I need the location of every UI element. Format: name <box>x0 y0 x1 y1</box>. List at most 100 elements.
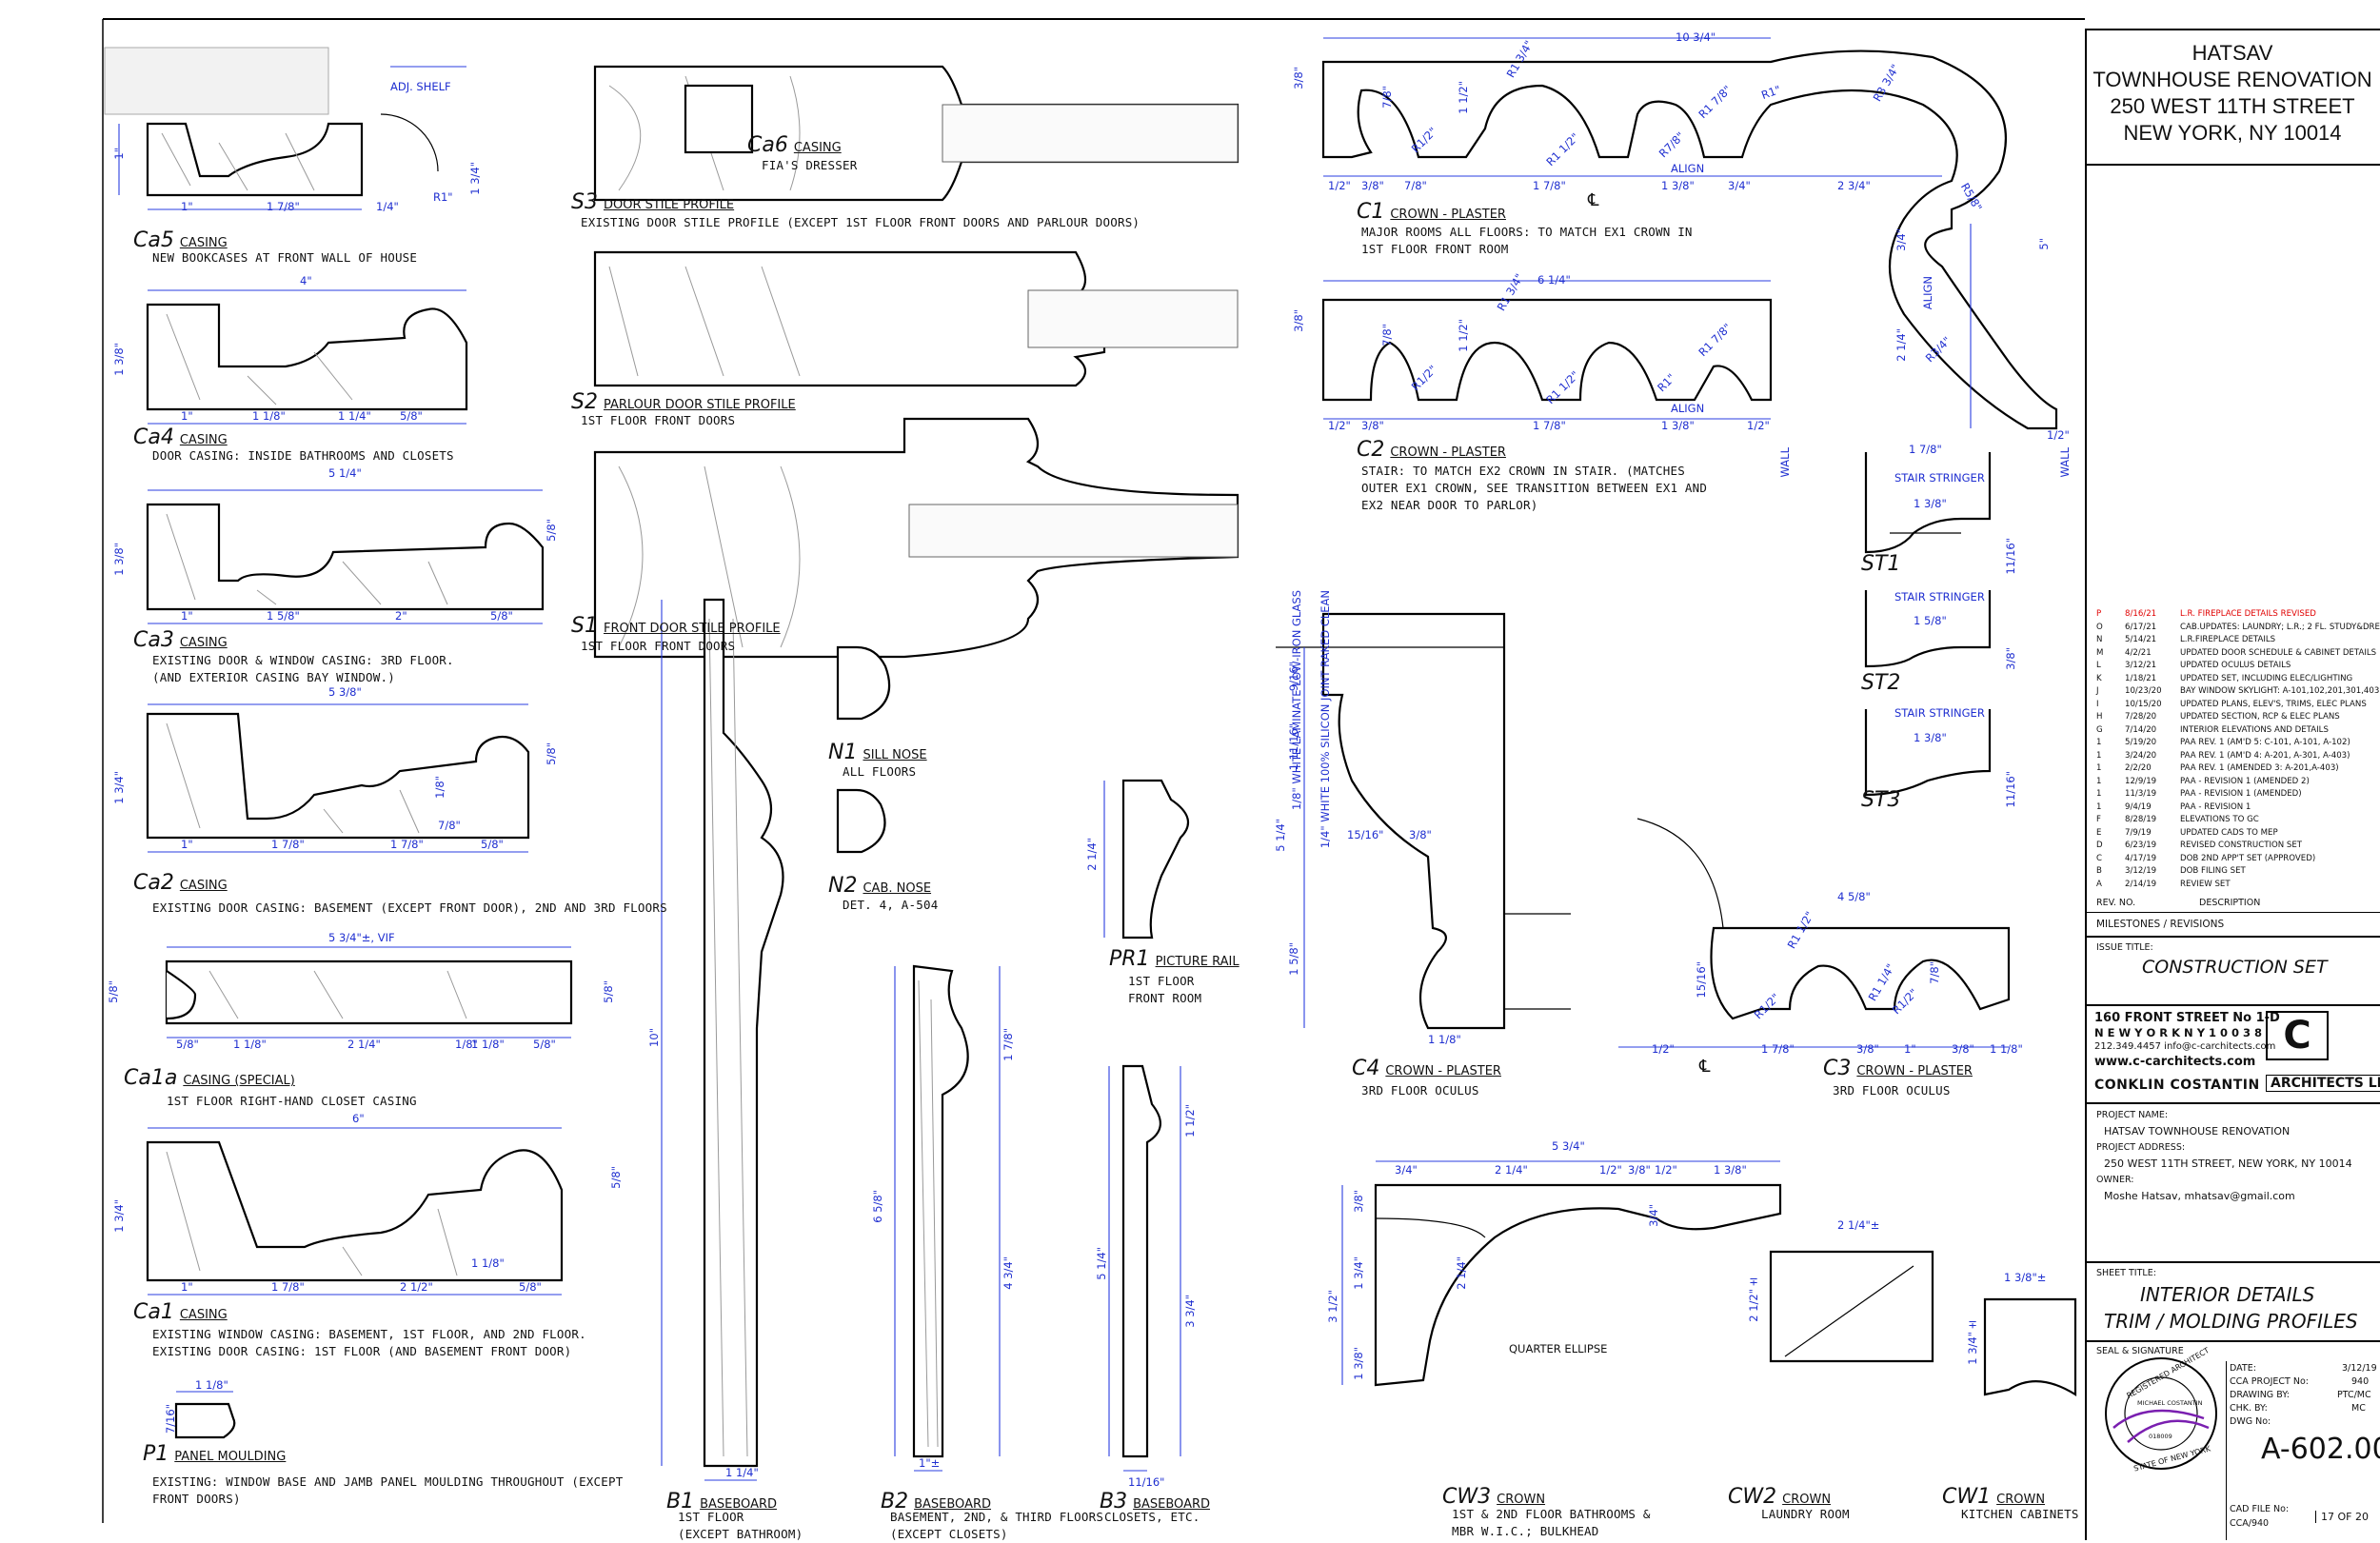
profile-cw1 <box>1983 1297 2077 1396</box>
revision-desc: UPDATED CADS TO MEP <box>2180 827 2278 838</box>
revision-id: P <box>2096 609 2102 619</box>
dim: 3/8" <box>1292 309 1305 332</box>
dim: 1 1/4" <box>725 1466 759 1479</box>
project-name-label: PROJECT NAME: <box>2096 1110 2169 1120</box>
revision-id: K <box>2096 673 2102 683</box>
dim: 5/8" <box>176 1038 199 1051</box>
s3-note: EXISTING DOOR STILE PROFILE (EXCEPT 1ST … <box>581 215 1140 229</box>
title-line: HATSAV <box>2192 41 2273 65</box>
profile-cw2 <box>1769 1250 1934 1363</box>
st1-label: STAIR STRINGER <box>1894 471 1985 485</box>
dim: 1 1/2" <box>1183 1104 1197 1137</box>
sheet-title-1: INTERIOR DETAILS <box>2140 1283 2315 1306</box>
cw1-note: KITCHEN CABINETS <box>1961 1507 2079 1521</box>
dim: 1 1/8" <box>471 1038 505 1051</box>
dim: 6" <box>352 1112 365 1125</box>
title-block: HATSAV TOWNHOUSE RENOVATION 250 WEST 11T… <box>2085 0 2380 1540</box>
owner-label: OWNER: <box>2096 1175 2134 1185</box>
seal-number: 018009 <box>2149 1433 2172 1440</box>
dim: WALL <box>1778 447 1792 478</box>
revision-date: 1/18/21 <box>2125 673 2157 683</box>
dim: 3/8" <box>1628 1163 1651 1177</box>
profile-ca1a <box>165 946 573 1039</box>
revision-date: 6/23/19 <box>2125 841 2157 850</box>
revision-date: 8/28/19 <box>2125 815 2157 824</box>
profile-b2 <box>894 964 1001 1472</box>
profile-st2 <box>1864 590 1992 668</box>
title-line: 250 WEST 11TH STREET <box>2110 94 2355 118</box>
dim: R1" <box>433 190 453 204</box>
dim: 3/4" <box>1395 1163 1418 1177</box>
dim: 15/16" <box>1695 961 1708 999</box>
revision-date: 10/15/20 <box>2125 699 2162 709</box>
revision-date: 7/14/20 <box>2125 724 2157 735</box>
cad-label: CAD FILE No: <box>2230 1504 2290 1514</box>
dim: 3/8" <box>1292 67 1305 89</box>
firm-logo-icon: C <box>2266 1011 2329 1060</box>
dim: 1" <box>181 1280 193 1294</box>
profile-c2 <box>1321 280 1773 420</box>
revision-id: M <box>2096 647 2104 658</box>
dim: 1" <box>112 148 126 160</box>
profile-ca4 <box>146 289 468 425</box>
firm-contact: 212.349.4457 info@c-carchitects.com <box>2094 1041 2276 1052</box>
dim: 1 3/4" <box>1352 1256 1365 1290</box>
dim: 1 1/8" <box>1428 1033 1461 1046</box>
dim: 3/8" <box>1856 1042 1879 1056</box>
revision-date: 4/17/19 <box>2125 853 2157 863</box>
dim: 2 1/4" <box>347 1038 381 1051</box>
dim: ADJ. SHELF <box>390 80 451 93</box>
dim: 2 1/4" <box>1495 1163 1528 1177</box>
profiles-drawing <box>102 18 2085 1523</box>
st3-tag: ST3 <box>1861 788 1901 812</box>
revision-desc: PAA REV. 1 (AM'D 5: C-101, A-101, A-102) <box>2180 738 2350 747</box>
profile-s3 <box>593 65 1240 202</box>
ca4-note: DOOR CASING: INSIDE BATHROOMS AND CLOSET… <box>152 448 454 463</box>
revision-id: A <box>2096 879 2102 889</box>
revision-date: 7/28/20 <box>2125 712 2157 722</box>
s1-note: 1ST FLOOR FRONT DOORS <box>581 639 736 653</box>
b1-note: 1ST FLOOR (EXCEPT BATHROOM) <box>678 1510 803 1541</box>
revision-date: 7/9/19 <box>2125 827 2152 838</box>
revision-desc: PAA REV. 1 (AMENDED 3: A-201,A-403) <box>2180 763 2339 773</box>
dim: 5/8" <box>481 838 504 851</box>
revision-desc: PAA - REVISION 1 <box>2180 801 2251 812</box>
firm-address2: N E W Y O R K N Y 1 0 0 3 8 <box>2094 1026 2263 1039</box>
c2-note: STAIR: TO MATCH EX2 CROWN IN STAIR. (MAT… <box>1361 464 1708 512</box>
dim: 1 7/8" <box>1761 1042 1795 1056</box>
revision-id: 1 <box>2096 750 2102 761</box>
dim: 3 3/4" <box>1183 1295 1197 1328</box>
revision-desc: BAY WINDOW SKYLIGHT: A-101,102,201,301,4… <box>2180 686 2380 696</box>
dim: 1 7/8" <box>1533 419 1566 432</box>
dim: 1 1/4" <box>338 409 371 423</box>
sheet-title-2: TRIM / MOLDING PROFILES <box>2104 1310 2358 1333</box>
st3-label: STAIR STRINGER <box>1894 706 1985 720</box>
b3-note: CLOSETS, ETC. <box>1104 1510 1200 1524</box>
dim: 1" <box>181 609 193 623</box>
firm-address1: 160 FRONT STREET No 1-D <box>2094 1011 2280 1025</box>
profile-b3 <box>1108 1064 1181 1472</box>
firm-name2: ARCHITECTS LLP <box>2266 1075 2380 1092</box>
revision-desc: UPDATED OCULUS DETAILS <box>2180 661 2291 670</box>
dim: 1/8" <box>455 1038 478 1051</box>
dim: 10 3/4" <box>1676 30 1716 44</box>
dim-quarter-ellipse: QUARTER ELLIPSE <box>1509 1342 1608 1355</box>
firm-web: www.c-carchitects.com <box>2094 1055 2256 1069</box>
dim: 2" <box>395 609 407 623</box>
revision-id: 1 <box>2096 776 2102 786</box>
